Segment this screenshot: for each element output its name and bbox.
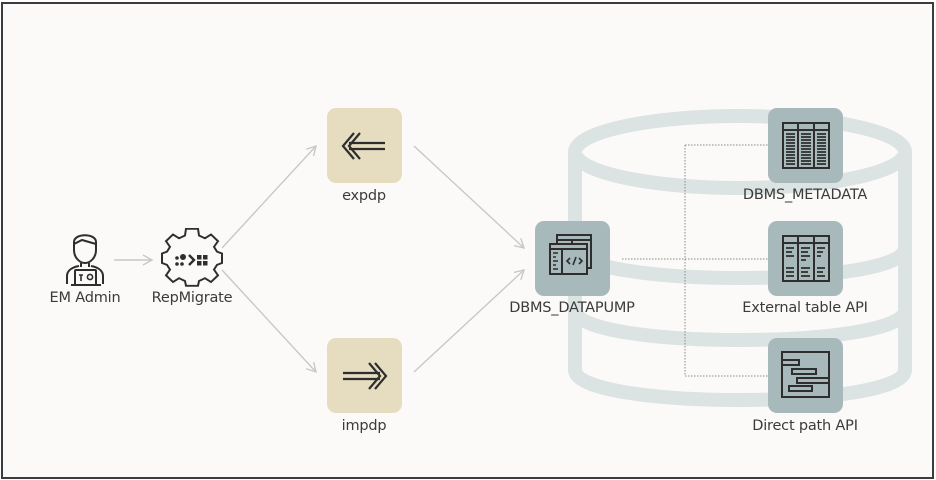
user-laptop-icon	[66, 234, 104, 286]
table-icon	[782, 122, 830, 169]
external-table-api-node	[768, 221, 843, 296]
code-window-icon	[549, 234, 592, 275]
gantt-icon	[781, 351, 830, 398]
edge-repmigrate-expdp	[221, 144, 317, 249]
dbms-datapump-node	[535, 221, 610, 296]
database-cylinder-icon	[568, 109, 912, 407]
edge-expdp-datapump	[413, 145, 526, 249]
flow-arrows	[114, 144, 526, 374]
edge-impdp-datapump	[413, 269, 526, 373]
edge-repmigrate-impdp	[221, 269, 317, 374]
em-admin-node	[55, 228, 115, 288]
repmigrate-label: RepMigrate	[151, 290, 233, 306]
direct-path-api-node	[768, 338, 843, 413]
dotted-connectors	[622, 144, 768, 377]
direct-path-api-label: Direct path API	[752, 418, 858, 434]
double-arrow-right-icon	[343, 362, 388, 390]
external-table-api-label: External table API	[742, 300, 868, 316]
dbms-metadata-label: DBMS_METADATA	[742, 187, 868, 203]
impdp-node	[327, 338, 402, 413]
expdp-label: expdp	[342, 188, 386, 204]
dbms-datapump-label: DBMS_DATAPUMP	[509, 300, 635, 316]
expdp-node	[327, 108, 402, 183]
double-arrow-left-icon	[341, 132, 385, 160]
dbms-metadata-node	[768, 108, 843, 183]
table-sparse-icon	[782, 235, 830, 282]
gear-transform-icon	[161, 227, 223, 287]
em-admin-label: EM Admin	[49, 290, 121, 306]
impdp-label: impdp	[341, 418, 387, 434]
repmigrate-node	[160, 227, 224, 292]
